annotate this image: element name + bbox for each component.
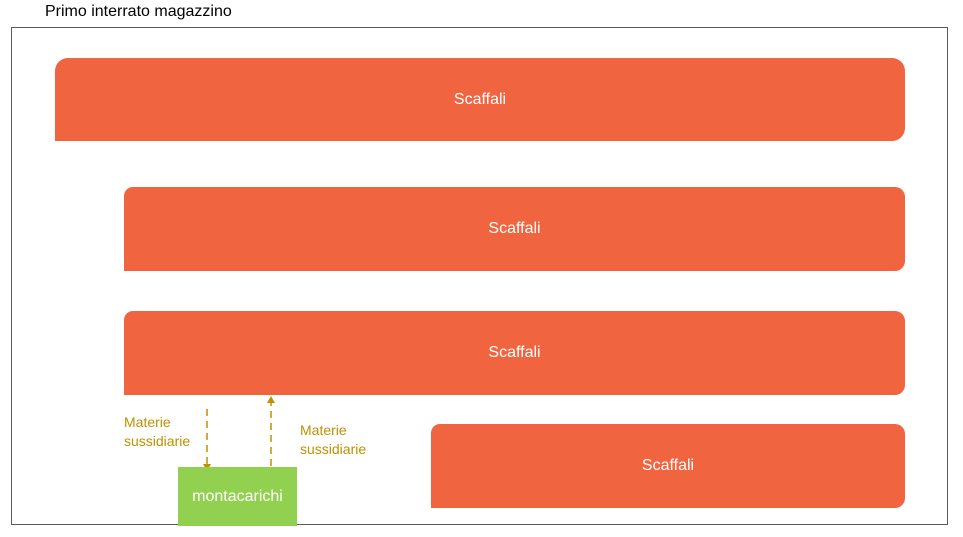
diagram-title: Primo interrato magazzino xyxy=(45,3,232,20)
flow-label-line: Materie xyxy=(124,414,171,430)
shelf-block: Scaffali xyxy=(55,58,905,141)
shelf-label: Scaffali xyxy=(641,457,695,474)
freight-elevator-label: montacarichi xyxy=(192,487,283,505)
shelf-block: Scaffali xyxy=(124,187,905,271)
shelf-label: Scaffali xyxy=(453,90,507,108)
flow-label-line: Materie xyxy=(300,422,347,438)
shelf-block: Scaffali xyxy=(124,311,905,395)
freight-elevator-block: montacarichi xyxy=(178,467,297,526)
flow-label-up: Materie sussidiarie xyxy=(300,421,366,459)
flow-label-line: sussidiarie xyxy=(300,441,367,457)
shelf-label: Scaffali xyxy=(488,344,541,361)
shelf-block: Scaffali xyxy=(431,424,905,508)
flow-label-down: Materie sussidiarie xyxy=(124,413,190,451)
flow-label-line: sussidiarie xyxy=(124,433,191,449)
shelf-label: Scaffali xyxy=(488,220,541,237)
